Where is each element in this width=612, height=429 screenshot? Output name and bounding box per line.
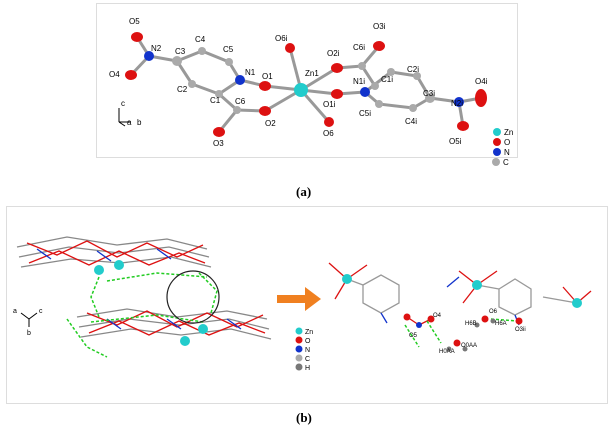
label-b-O6: O6 bbox=[489, 309, 498, 315]
fragment-detail bbox=[328, 262, 592, 348]
label-N2i: N2i bbox=[451, 99, 463, 108]
label-O5i: O5i bbox=[449, 137, 462, 146]
hydrogen-bonds bbox=[66, 272, 218, 358]
label-O2i: O2i bbox=[327, 49, 340, 58]
label-O6: O6 bbox=[323, 129, 334, 138]
legend-b-label-n: N bbox=[305, 347, 310, 354]
label-O5: O5 bbox=[129, 17, 140, 26]
panel-a-molecule: O5 N2 O4 C3 C4 C5 N1 C2 C1 C6 O3 O1 O2 O… bbox=[96, 3, 518, 158]
label-C4: C4 bbox=[195, 35, 206, 44]
label-b-O5: O5 bbox=[409, 333, 418, 339]
label-C1: C1 bbox=[210, 96, 221, 105]
legend-a-swatch-o bbox=[493, 138, 501, 146]
axis-b-label-c: c bbox=[39, 308, 43, 315]
label-O2: O2 bbox=[265, 119, 276, 128]
label-O4: O4 bbox=[109, 70, 120, 79]
label-b-H6B: H6B bbox=[465, 321, 477, 327]
axis-label-b: b bbox=[137, 118, 142, 127]
fragment-labels: O4 O5 H0AA O0AA H6B O6 H6A O3ii bbox=[409, 309, 526, 355]
legend-b: Zn O N C H bbox=[295, 327, 313, 372]
legend-a-extra: C bbox=[492, 158, 509, 167]
label-C3i: C3i bbox=[423, 89, 435, 98]
label-O3i: O3i bbox=[373, 22, 386, 31]
label-O1: O1 bbox=[262, 72, 273, 81]
legend-a-label-zn: Zn bbox=[504, 128, 513, 137]
molecule-diagram: O5 N2 O4 C3 C4 C5 N1 C2 C1 C6 O3 O1 O2 O… bbox=[109, 17, 513, 157]
legend-b-swatch-n bbox=[295, 345, 303, 353]
label-b-H6A: H6A bbox=[495, 321, 507, 327]
label-C2: C2 bbox=[177, 85, 188, 94]
arrow-icon bbox=[277, 287, 321, 311]
label-C6i: C6i bbox=[353, 43, 365, 52]
label-C1i: C1i bbox=[381, 75, 393, 84]
label-O1i: O1i bbox=[323, 100, 336, 109]
label-N1: N1 bbox=[245, 68, 256, 77]
label-b-O0AA: O0AA bbox=[461, 343, 477, 349]
legend-b-label-zn: Zn bbox=[305, 329, 313, 336]
caption-b: (b) bbox=[296, 410, 312, 425]
caption-a: (a) bbox=[296, 184, 312, 199]
label-O3: O3 bbox=[213, 139, 224, 148]
legend-b-swatch-c bbox=[295, 354, 303, 362]
axis-b-label-a: a bbox=[13, 308, 17, 315]
axis-label-c: c bbox=[121, 99, 125, 108]
atom-labels: O5 N2 O4 C3 C4 C5 N1 C2 C1 C6 O3 O1 O2 O… bbox=[109, 17, 488, 148]
label-O6i: O6i bbox=[275, 34, 288, 43]
legend-a-label-o: O bbox=[504, 138, 510, 147]
label-N2: N2 bbox=[151, 44, 162, 53]
label-O4i: O4i bbox=[475, 77, 488, 86]
legend-b-label-o: O bbox=[305, 338, 311, 345]
label-Zn1: Zn1 bbox=[305, 69, 319, 78]
label-b-O4: O4 bbox=[433, 313, 442, 319]
label-N1i: N1i bbox=[353, 77, 365, 86]
packing-diagram: a c b Zn O N C H bbox=[13, 236, 592, 372]
fragment-atoms bbox=[342, 274, 582, 352]
axis-label-a: a bbox=[127, 118, 132, 127]
panel-b-packing: a c b Zn O N C H bbox=[6, 206, 608, 404]
layer-stack bbox=[16, 236, 272, 340]
label-C3: C3 bbox=[175, 47, 186, 56]
label-C6: C6 bbox=[235, 97, 246, 106]
legend-b-label-c: C bbox=[305, 356, 310, 363]
legend-b-swatch-zn bbox=[295, 327, 303, 335]
legend-a-label-n: N bbox=[504, 148, 510, 157]
legend-a-swatch-n bbox=[493, 148, 501, 156]
label-b-H0AA: H0AA bbox=[439, 349, 455, 355]
label-C5i: C5i bbox=[359, 109, 371, 118]
axis-b-label-b: b bbox=[27, 330, 31, 337]
legend-b-swatch-o bbox=[295, 336, 303, 344]
highlight-circle bbox=[166, 270, 220, 324]
zn-centers bbox=[94, 260, 208, 346]
legend-b-label-h: H bbox=[305, 365, 310, 372]
label-b-O3ii: O3ii bbox=[515, 327, 526, 333]
legend-a-swatch-c bbox=[492, 158, 500, 166]
legend-a-label-c: C bbox=[503, 158, 509, 167]
label-C5: C5 bbox=[223, 45, 234, 54]
axes-indicator bbox=[118, 108, 131, 127]
label-C4i: C4i bbox=[405, 117, 417, 126]
atoms bbox=[125, 32, 487, 137]
legend-a: Zn O N bbox=[493, 128, 513, 157]
label-C2i: C2i bbox=[407, 65, 419, 74]
legend-b-swatch-h bbox=[295, 363, 303, 371]
legend-a-swatch-zn bbox=[493, 128, 501, 136]
axes-b-indicator bbox=[20, 312, 38, 327]
